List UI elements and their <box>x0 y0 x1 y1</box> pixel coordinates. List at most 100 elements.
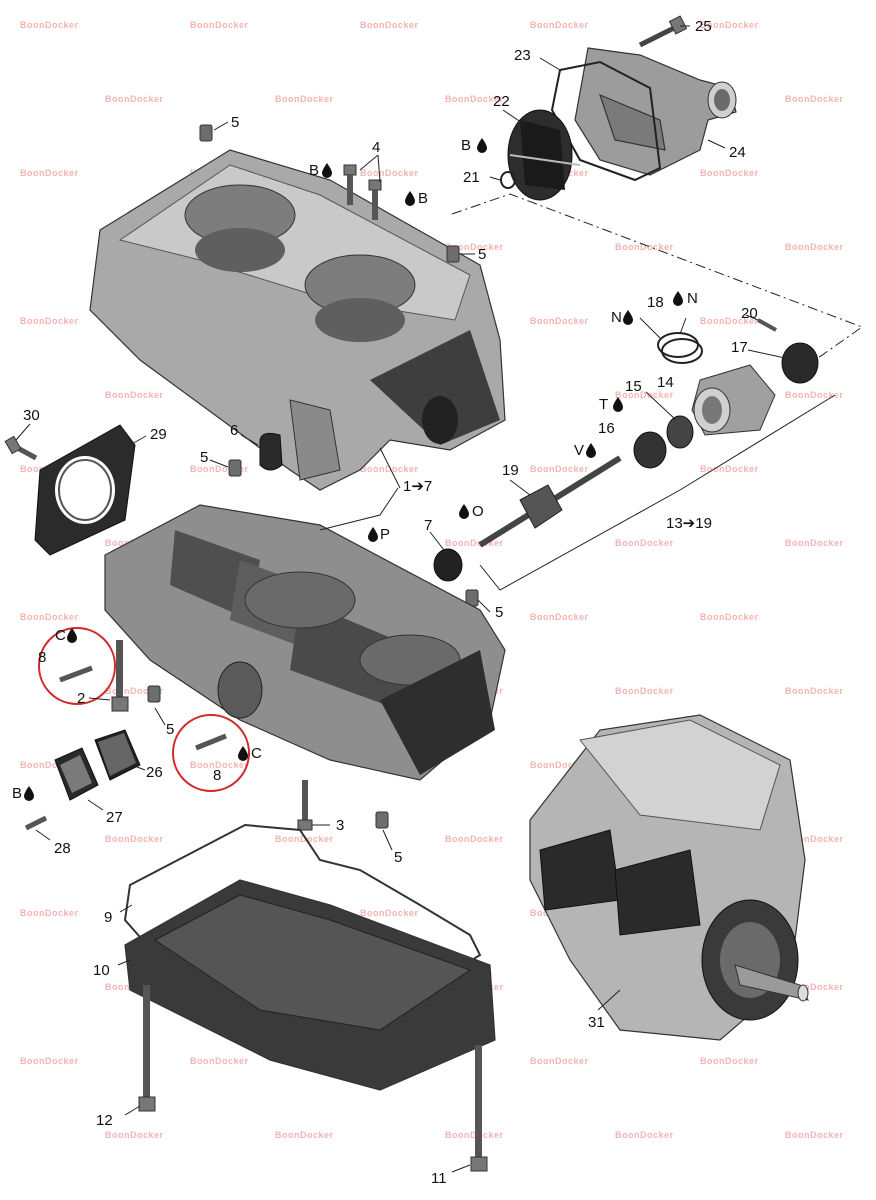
oil-drop-icon <box>67 628 77 643</box>
watermark-text: BoonDocker <box>530 1056 589 1066</box>
group-line-13-19 <box>479 394 836 591</box>
watermark-text: BoonDocker <box>530 20 589 30</box>
highlight-circle <box>38 627 116 705</box>
callout-24: 24 <box>729 144 746 161</box>
bolt-12 <box>138 985 156 1112</box>
screw-20 <box>757 318 777 332</box>
watermark-text: BoonDocker <box>190 760 249 770</box>
lower-crankcase <box>104 504 506 781</box>
watermark-text: BoonDocker <box>360 908 419 918</box>
o-ring-21 <box>500 171 516 189</box>
bolt-11 <box>470 1045 488 1172</box>
watermark-text: BoonDocker <box>190 20 249 30</box>
callout-14: 14 <box>657 374 674 391</box>
callout-12: 12 <box>96 1112 113 1129</box>
leader-lines <box>15 25 786 1173</box>
callout-v: V <box>574 442 584 459</box>
dowel-pin <box>228 459 242 477</box>
callout-t: T <box>599 396 608 413</box>
seal-6 <box>259 432 283 471</box>
watermark-text: BoonDocker <box>700 1056 759 1066</box>
watermark-text: BoonDocker <box>445 1130 504 1140</box>
watermark-text: BoonDocker <box>530 316 589 326</box>
watermark-text: BoonDocker <box>785 242 844 252</box>
cover-26 <box>94 729 141 781</box>
callout-b-22: B <box>461 137 471 154</box>
callout-p: P <box>380 526 390 543</box>
impeller <box>507 109 581 201</box>
callout-2: 2 <box>77 690 85 707</box>
callout-n1: N <box>611 309 622 326</box>
watermark-text: BoonDocker <box>105 390 164 400</box>
dowel-pin <box>147 685 161 703</box>
watermark-text: BoonDocker <box>105 94 164 104</box>
callout-n2: N <box>687 290 698 307</box>
callout-8: 8 <box>38 649 46 666</box>
callout-7: 7 <box>424 517 432 534</box>
oil-drop-icon <box>24 786 34 801</box>
callout-17: 17 <box>731 339 748 356</box>
watermark-text: BoonDocker <box>105 834 164 844</box>
callout-5: 5 <box>200 449 208 466</box>
bolt-2 <box>111 640 129 712</box>
watermark-text: BoonDocker <box>105 686 164 696</box>
watermark-text: BoonDocker <box>20 168 79 178</box>
callout-28: 28 <box>54 840 71 857</box>
watermark-text: BoonDocker <box>445 242 504 252</box>
cap-17 <box>781 342 819 384</box>
oil-drop-icon <box>322 163 332 178</box>
callout-9: 9 <box>104 909 112 926</box>
watermark-text: BoonDocker <box>785 982 844 992</box>
watermark-text: BoonDocker <box>615 242 674 252</box>
bearing-16 <box>633 431 667 469</box>
callout-c1: C <box>55 627 66 644</box>
callout-o: O <box>472 503 484 520</box>
oil-drop-icon <box>623 310 633 325</box>
engine-assembly-31 <box>529 714 809 1041</box>
watermark-text: BoonDocker <box>105 1130 164 1140</box>
watermark-text: BoonDocker <box>20 908 79 918</box>
callout-1-to-7: 1➔7 <box>403 478 432 495</box>
watermark-text: BoonDocker <box>785 686 844 696</box>
callout-10: 10 <box>93 962 110 979</box>
watermark-text: BoonDocker <box>700 464 759 474</box>
callout-c2: C <box>251 745 262 762</box>
watermark-text: BoonDocker <box>615 686 674 696</box>
group-line-1-7 <box>319 487 399 531</box>
watermark-text: BoonDocker <box>445 834 504 844</box>
callout-19: 19 <box>502 462 519 479</box>
watermark-text: BoonDocker <box>20 612 79 622</box>
callout-30: 30 <box>23 407 40 424</box>
watermark-text: BoonDocker <box>20 316 79 326</box>
callout-4: 4 <box>372 139 380 156</box>
watermark-text: BoonDocker <box>530 760 589 770</box>
watermark-text: BoonDocker <box>700 168 759 178</box>
oil-pan-10 <box>124 879 496 1091</box>
callout-8: 8 <box>213 767 221 784</box>
callout-20: 20 <box>741 305 758 322</box>
bolt-28 <box>24 815 48 831</box>
seal-7 <box>433 548 463 582</box>
callout-labels: 25 23 22 24 21 B 5 4 B B 5 18 N N 20 17 … <box>12 18 758 1187</box>
callout-16: 16 <box>598 420 615 437</box>
watermark-text: BoonDocker <box>445 538 504 548</box>
callout-5: 5 <box>495 604 503 621</box>
watermark-text: BoonDocker <box>530 464 589 474</box>
watermark-text: BoonDocker <box>360 464 419 474</box>
upper-crankcase <box>89 149 506 491</box>
dowel-pin <box>375 811 389 829</box>
watermark-text: BoonDocker <box>700 316 759 326</box>
bolt-3 <box>297 780 313 831</box>
oil-drop-icon <box>613 397 623 412</box>
oil-drop-icon <box>477 138 487 153</box>
callout-6: 6 <box>230 422 238 439</box>
watermark-text: BoonDocker <box>445 94 504 104</box>
highlight-circle <box>172 714 250 792</box>
callout-29: 29 <box>150 426 167 443</box>
watermark-text: BoonDocker <box>615 538 674 548</box>
dowel-pin <box>199 124 213 142</box>
watermark-text: BoonDocker <box>785 834 844 844</box>
callout-5: 5 <box>231 114 239 131</box>
oil-drop-icon <box>673 291 683 306</box>
